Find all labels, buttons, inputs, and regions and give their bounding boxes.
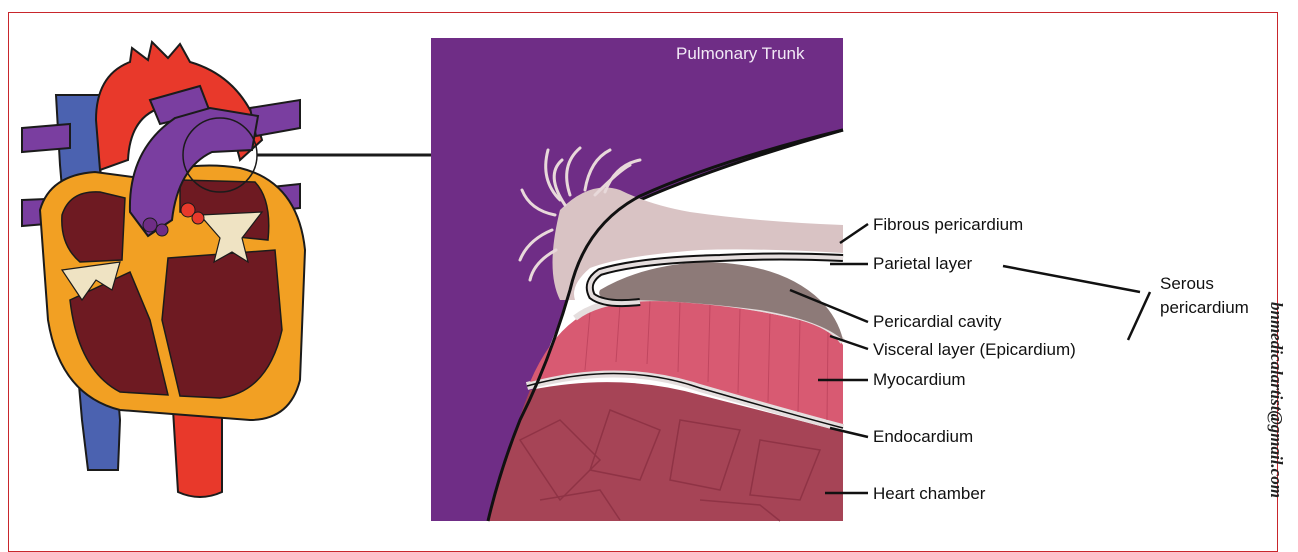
label-heart-chamber: Heart chamber [873, 484, 985, 504]
label-parietal-layer: Parietal layer [873, 254, 972, 274]
leader-fibrous [840, 224, 868, 243]
artist-watermark: bnmedicalartist@gmail.com [1266, 302, 1286, 498]
pulmonary-vein-left-upper [22, 124, 70, 152]
pericardium-diagram [0, 0, 1298, 535]
serous-line-2: pericardium [1160, 296, 1249, 320]
pulmonary-trunk-title: Pulmonary Trunk [676, 44, 805, 64]
serous-line-1: Serous [1160, 272, 1249, 296]
label-endocardium: Endocardium [873, 427, 973, 447]
inset-panel [431, 38, 843, 521]
right-atrium [62, 192, 125, 262]
label-fibrous-pericardium: Fibrous pericardium [873, 215, 1023, 235]
serous-bracket-top [1003, 266, 1140, 292]
heart-illustration [22, 42, 432, 497]
label-myocardium: Myocardium [873, 370, 966, 390]
label-visceral-layer: Visceral layer (Epicardium) [873, 340, 1076, 360]
label-serous-pericardium: Serous pericardium [1160, 272, 1249, 320]
label-pericardial-cavity: Pericardial cavity [873, 312, 1002, 332]
serous-bracket-bottom [1128, 292, 1150, 340]
